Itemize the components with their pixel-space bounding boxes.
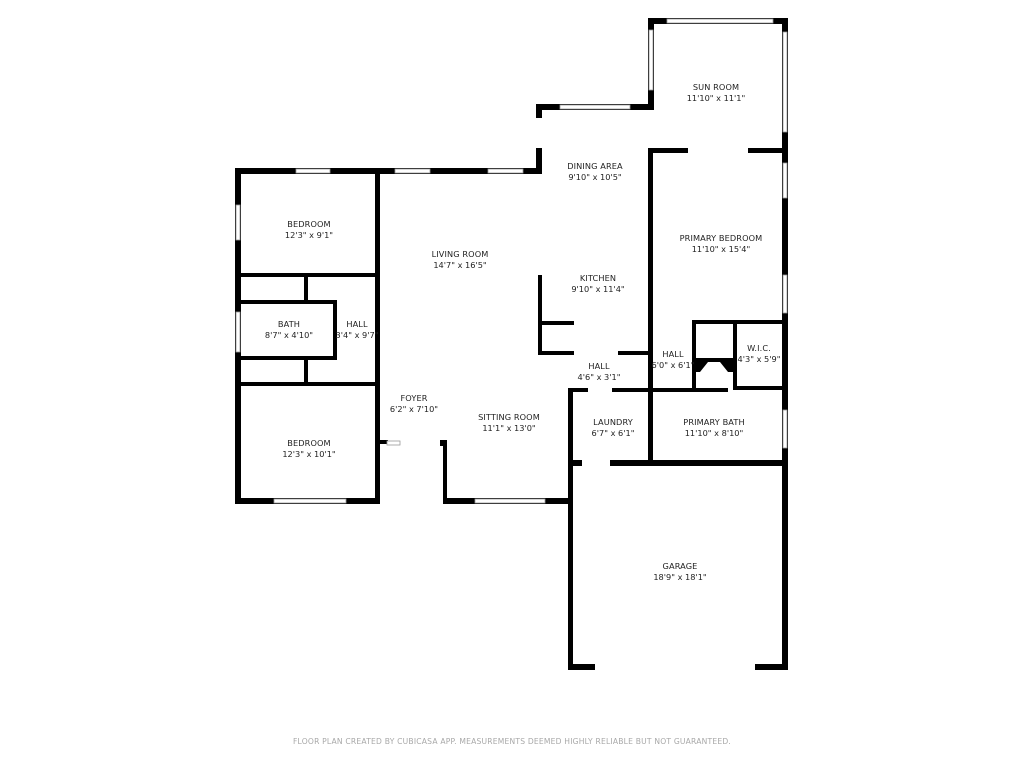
room-dimensions: 9'10" x 10'5" <box>568 172 622 182</box>
room-dimensions: 11'10" x 8'10" <box>684 428 744 438</box>
room-name: BATH <box>277 319 301 329</box>
room-dimensions: 6'7" x 6'1" <box>591 428 635 438</box>
room-dimensions: 4'3" x 5'9" <box>737 354 781 364</box>
door-openings <box>536 118 755 671</box>
room-dimensions: 12'3" x 9'1" <box>284 230 334 240</box>
room-dimensions: 8'7" x 4'10" <box>264 330 314 340</box>
room-dimensions: 11'10" x 11'1" <box>686 93 746 103</box>
room-name: BEDROOM <box>287 438 331 448</box>
room-name: LIVING ROOM <box>431 249 489 259</box>
room-dimensions: 4'6" x 3'1" <box>577 372 621 382</box>
room-label-wic: W.I.C.4'3" x 5'9" <box>738 343 781 365</box>
room-dimensions: 9'10" x 11'4" <box>571 284 625 294</box>
room-name: HALL <box>662 349 684 359</box>
room-dimensions: 6'2" x 7'10" <box>389 404 439 414</box>
room-name: SUN ROOM <box>692 82 740 92</box>
room-name: HALL <box>588 361 610 371</box>
room-dimensions: 3'4" x 9'7" <box>335 330 379 340</box>
room-name: DINING AREA <box>567 161 623 171</box>
room-name: SITTING ROOM <box>478 412 540 422</box>
room-name: FOYER <box>400 393 428 403</box>
room-name: HALL <box>346 319 368 329</box>
room-name: PRIMARY BATH <box>683 417 745 427</box>
room-name: BEDROOM <box>287 219 331 229</box>
room-name: LAUNDRY <box>593 417 633 427</box>
room-dimensions: 6'0" x 6'1" <box>651 360 695 370</box>
room-dimensions: 11'10" x 15'4" <box>691 244 751 254</box>
footer-disclaimer: FLOOR PLAN CREATED BY CUBICASA APP. MEAS… <box>292 737 731 746</box>
room-name: PRIMARY BEDROOM <box>679 233 763 243</box>
room-dimensions: 12'3" x 10'1" <box>282 449 336 459</box>
room-name: W.I.C. <box>747 343 771 353</box>
room-dimensions: 11'1" x 13'0" <box>482 423 536 433</box>
room-name: GARAGE <box>662 561 698 571</box>
room-dimensions: 18'9" x 18'1" <box>653 572 707 582</box>
room-dimensions: 14'7" x 16'5" <box>433 260 487 270</box>
room-name: KITCHEN <box>579 273 617 283</box>
windows <box>235 18 788 504</box>
